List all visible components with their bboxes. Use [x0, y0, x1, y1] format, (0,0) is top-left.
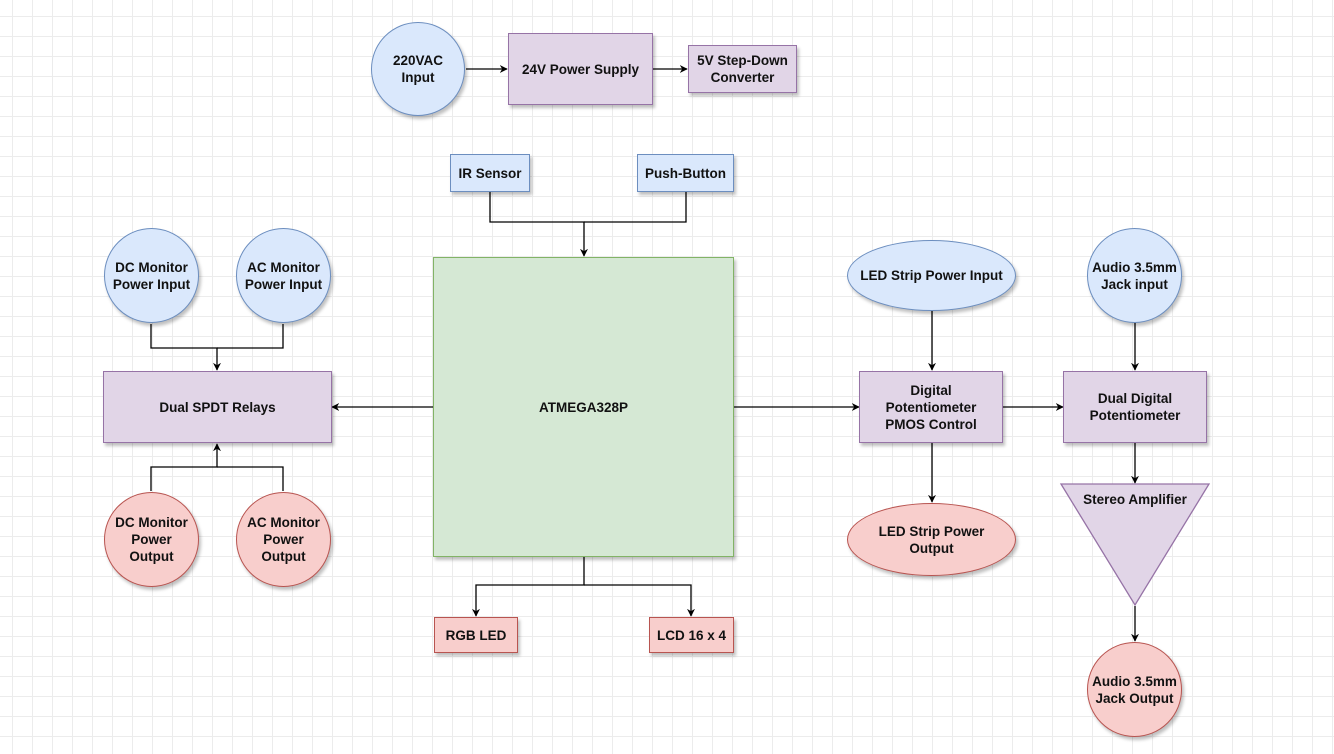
node-ac-monitor-power-input: AC Monitor Power Input [236, 228, 331, 323]
node-led-strip-power-input: LED Strip Power Input [847, 240, 1016, 311]
node-dual-digital-potentiometer: Dual Digital Potentiometer [1063, 371, 1207, 443]
stereo-amplifier-triangle [1059, 483, 1211, 607]
connector-mcu-to-lcd [584, 584, 695, 617]
node-audio-jack-output: Audio 3.5mm Jack Output [1087, 642, 1182, 737]
connector-acout-to-relays [217, 466, 284, 491]
node-5v-step-down: 5V Step-Down Converter [688, 45, 797, 93]
node-lcd-16x4: LCD 16 x 4 [649, 617, 734, 653]
node-led-strip-power-output: LED Strip Power Output [847, 503, 1016, 576]
node-220vac-input: 220VAC Input [371, 22, 465, 116]
connector-dcout-to-relays [150, 443, 221, 491]
connector-acin-to-relays [217, 324, 284, 349]
node-digital-potentiometer-pmos: Digital Potentiometer PMOS Control [859, 371, 1003, 443]
node-dual-spdt-relays: Dual SPDT Relays [103, 371, 332, 443]
node-ir-sensor: IR Sensor [450, 154, 530, 192]
node-ac-monitor-power-output: AC Monitor Power Output [236, 492, 331, 587]
node-audio-jack-input: Audio 3.5mm Jack input [1087, 228, 1182, 323]
node-atmega328p: ATMEGA328P [433, 257, 734, 557]
node-dc-monitor-power-output: DC Monitor Power Output [104, 492, 199, 587]
connector-mcu-to-rgb [472, 557, 585, 617]
stereo-amplifier-label: Stereo Amplifier [1083, 492, 1187, 507]
connector-pushbutton-to-mcu [584, 192, 687, 223]
connector-dcin-to-relays [150, 324, 221, 371]
node-rgb-led: RGB LED [434, 617, 518, 653]
node-24v-power-supply: 24V Power Supply [508, 33, 653, 105]
connector-ir-to-mcu [489, 192, 588, 257]
node-push-button: Push-Button [637, 154, 734, 192]
node-dc-monitor-power-input: DC Monitor Power Input [104, 228, 199, 323]
